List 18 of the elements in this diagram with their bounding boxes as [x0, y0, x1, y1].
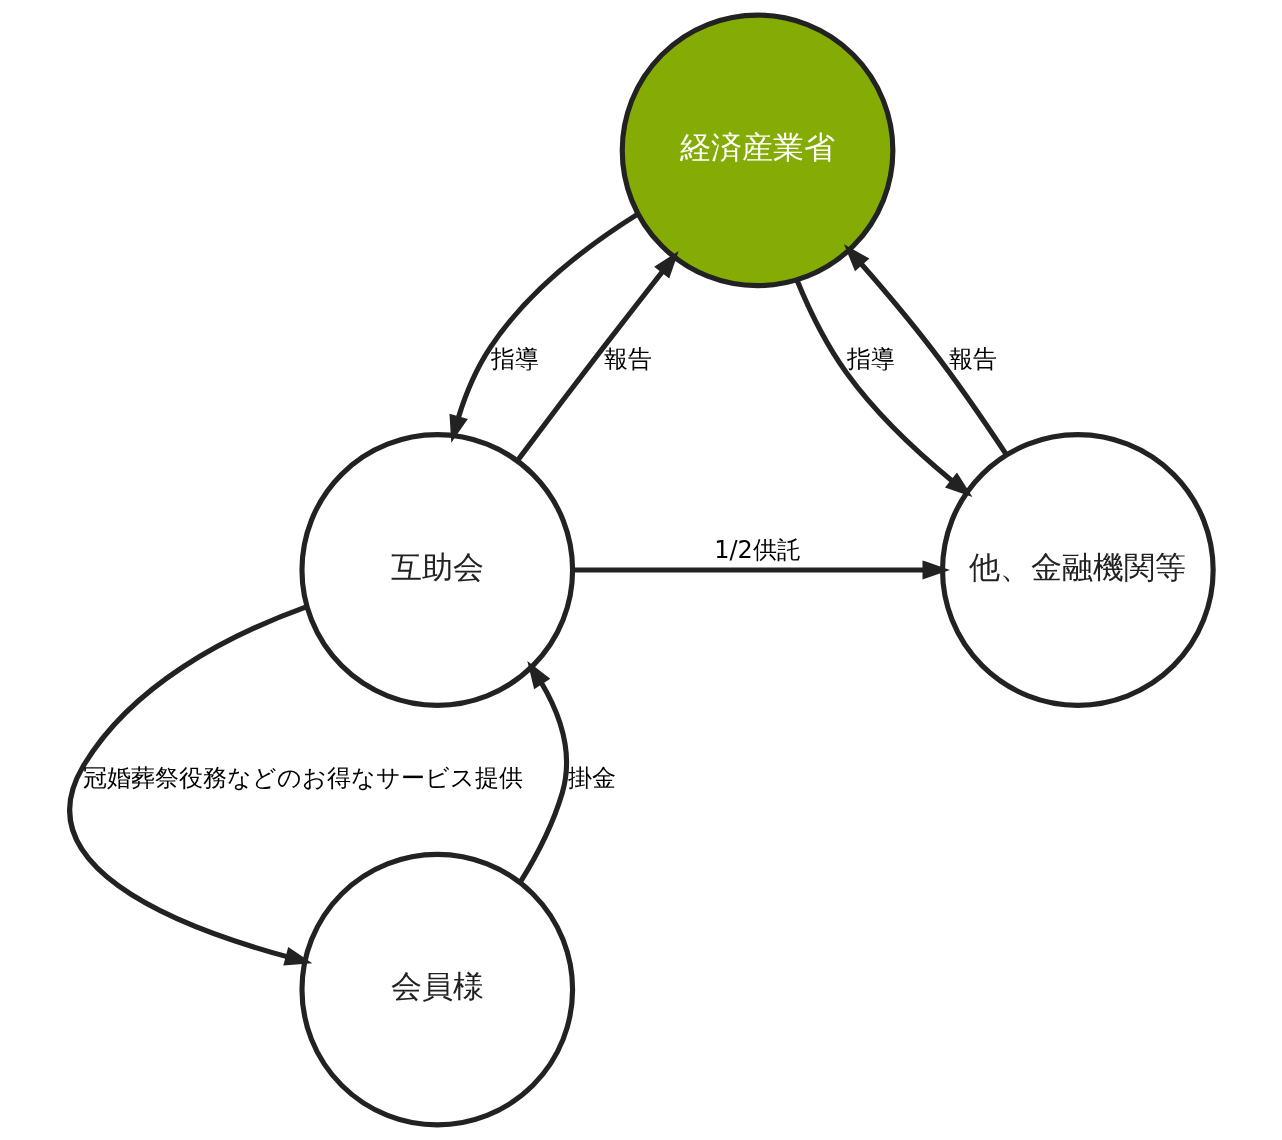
node-circle: 互助会: [299, 432, 576, 708]
edge-label: 報告: [604, 344, 653, 373]
edge-label: 報告: [948, 344, 997, 373]
edge-label: 1/2供託: [714, 536, 801, 565]
arrow: [844, 244, 1009, 457]
arrow: [67, 604, 313, 966]
arrow: [517, 660, 570, 884]
edge-label: 掛金: [568, 764, 617, 793]
edge-label: 冠婚葬祭役務などのお得なサービス提供: [82, 764, 523, 793]
node-circle: 会員様: [299, 851, 576, 1128]
edge-label: 指導: [491, 344, 540, 373]
arrow: [515, 251, 679, 463]
arrow: [449, 211, 640, 443]
edge-label: 指導: [847, 344, 896, 373]
node-circle: 他、金融機関等: [939, 432, 1216, 708]
arrow: [794, 279, 973, 498]
node-circle: 経済産業省: [619, 12, 896, 289]
arrow: [573, 560, 950, 580]
